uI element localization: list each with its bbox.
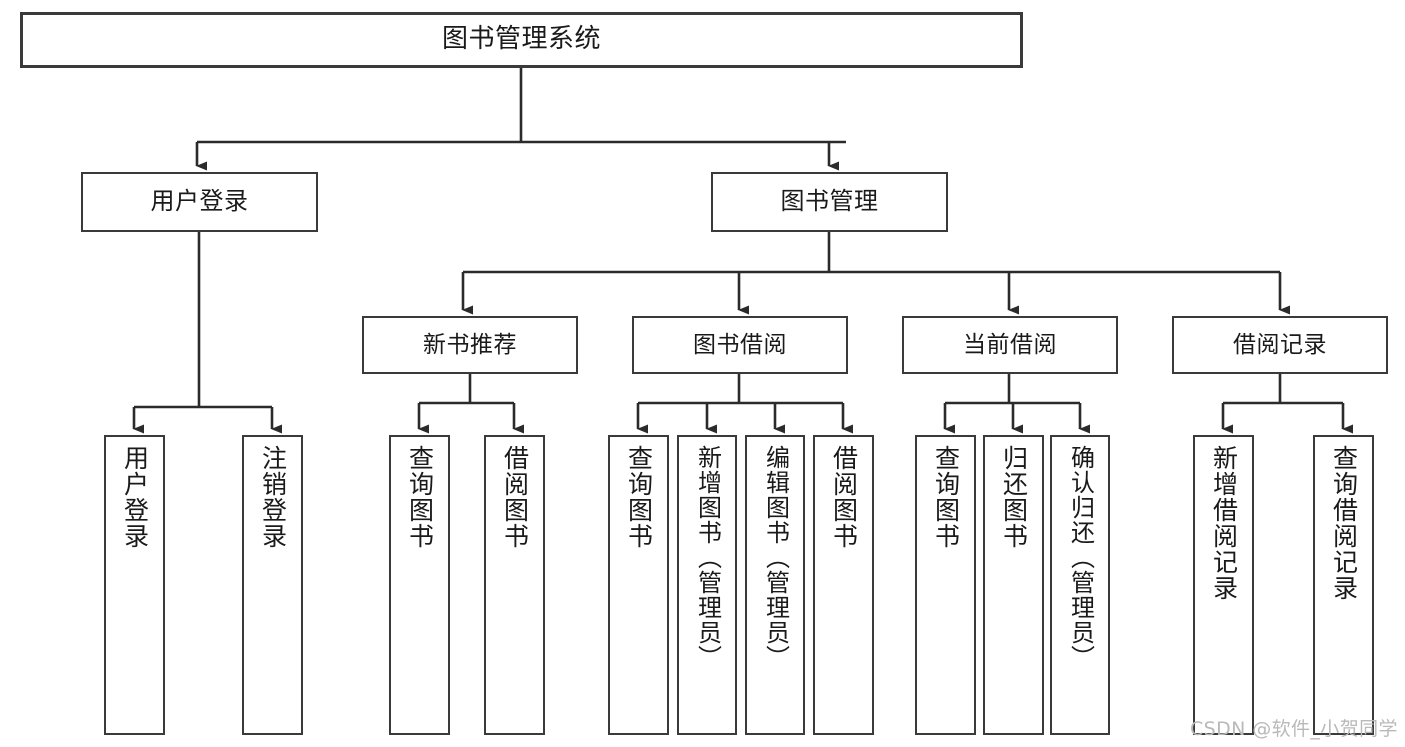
node-user-login-label: 用户登录	[150, 187, 249, 216]
node-book-borrow[interactable]: 图书借阅	[632, 316, 848, 374]
leaf-borrow-book-2-label: 借阅图书	[829, 445, 859, 549]
node-book-borrow-label: 图书借阅	[693, 331, 787, 358]
leaf-add-borrow-record[interactable]: 新增借阅记录	[1193, 435, 1254, 735]
leaf-query-borrow-record[interactable]: 查询借阅记录	[1313, 435, 1374, 735]
node-current-borrow-label: 当前借阅	[963, 331, 1057, 358]
leaf-query-book-2-label: 查询图书	[624, 445, 654, 549]
node-new-book-recommend-label: 新书推荐	[423, 331, 517, 358]
leaf-borrow-book-1[interactable]: 借阅图书	[484, 435, 545, 735]
leaf-logout-login[interactable]: 注销登录	[242, 435, 303, 735]
leaf-confirm-return-admin-label: 确认归还（管理员）	[1066, 445, 1095, 670]
node-borrow-record-label: 借阅记录	[1233, 331, 1327, 358]
node-book-manage-label: 图书管理	[780, 187, 879, 216]
leaf-return-book[interactable]: 归还图书	[983, 435, 1044, 735]
leaf-borrow-book-1-label: 借阅图书	[500, 445, 530, 549]
leaf-query-book-3[interactable]: 查询图书	[915, 435, 976, 735]
node-root-book-management-system[interactable]: 图书管理系统	[20, 12, 1023, 68]
leaf-confirm-return-admin[interactable]: 确认归还（管理员）	[1050, 435, 1110, 735]
node-new-book-recommend[interactable]: 新书推荐	[362, 316, 578, 374]
node-borrow-record[interactable]: 借阅记录	[1172, 316, 1388, 374]
node-current-borrow[interactable]: 当前借阅	[902, 316, 1118, 374]
leaf-logout-login-label: 注销登录	[258, 445, 288, 549]
leaf-return-book-label: 归还图书	[999, 445, 1029, 549]
leaf-query-borrow-record-label: 查询借阅记录	[1329, 445, 1359, 601]
leaf-query-book-1[interactable]: 查询图书	[389, 435, 450, 735]
leaf-add-book-admin-label: 新增图书（管理员）	[693, 445, 722, 670]
leaf-add-borrow-record-label: 新增借阅记录	[1209, 445, 1239, 601]
node-root-label: 图书管理系统	[441, 24, 601, 55]
leaf-user-login[interactable]: 用户登录	[104, 435, 165, 735]
leaf-query-book-2[interactable]: 查询图书	[608, 435, 669, 735]
leaf-edit-book-admin[interactable]: 编辑图书（管理员）	[745, 435, 805, 735]
leaf-query-book-3-label: 查询图书	[931, 445, 961, 549]
leaf-user-login-label: 用户登录	[120, 445, 150, 549]
leaf-borrow-book-2[interactable]: 借阅图书	[813, 435, 874, 735]
leaf-add-book-admin[interactable]: 新增图书（管理员）	[677, 435, 737, 735]
node-user-login[interactable]: 用户登录	[81, 172, 318, 232]
leaf-query-book-1-label: 查询图书	[405, 445, 435, 549]
leaf-edit-book-admin-label: 编辑图书（管理员）	[761, 445, 790, 670]
node-book-manage[interactable]: 图书管理	[711, 172, 948, 232]
